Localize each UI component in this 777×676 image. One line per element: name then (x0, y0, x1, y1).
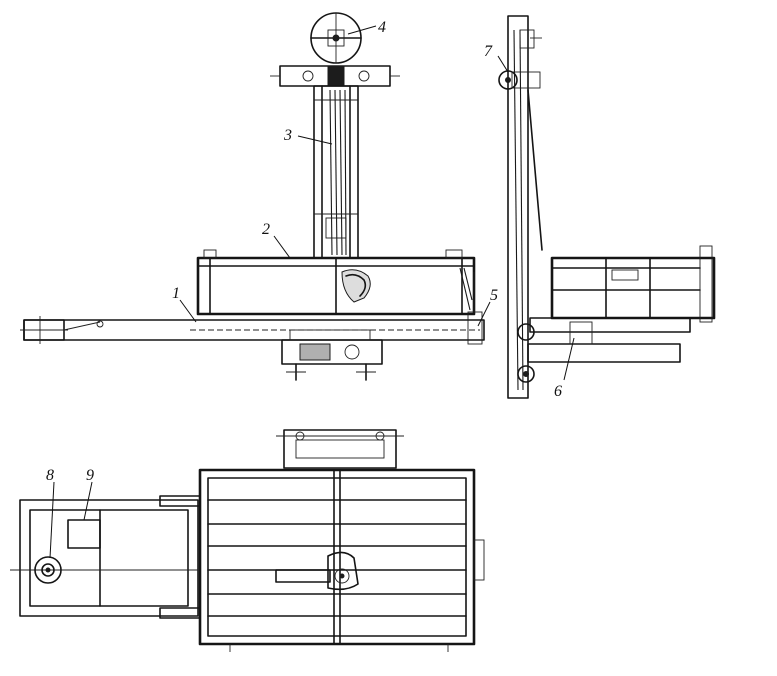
pulley-wheel (310, 12, 362, 64)
front-view (20, 12, 485, 381)
side-mast (507, 15, 543, 399)
callout-6: 6 (554, 383, 562, 400)
chassis-beam (20, 272, 485, 345)
plan-winch (275, 551, 359, 591)
front-wheel-assembly (281, 329, 383, 381)
side-bin (550, 245, 716, 323)
callout-8: 8 (46, 467, 54, 484)
plan-view (10, 429, 485, 652)
plan-platform (198, 468, 485, 652)
mast (313, 85, 359, 259)
plan-top-bracket (276, 429, 404, 469)
callout-1: 1 (172, 285, 180, 302)
callout-2: 2 (262, 221, 270, 238)
plan-wheel (34, 556, 62, 584)
callout-9: 9 (86, 467, 94, 484)
front-bin (196, 249, 476, 316)
side-pulley (498, 70, 541, 90)
plan-drawbar-frame (10, 495, 201, 619)
callout-4: 4 (378, 19, 386, 36)
callout-3: 3 (283, 127, 292, 144)
callout-7: 7 (484, 43, 493, 60)
side-view (498, 15, 716, 399)
plan-control-box (67, 519, 101, 549)
side-chassis (517, 317, 691, 383)
mast-crossbar (270, 65, 400, 87)
callout-5: 5 (490, 287, 498, 304)
callouts: 1 2 3 4 5 6 7 8 9 (46, 19, 575, 559)
